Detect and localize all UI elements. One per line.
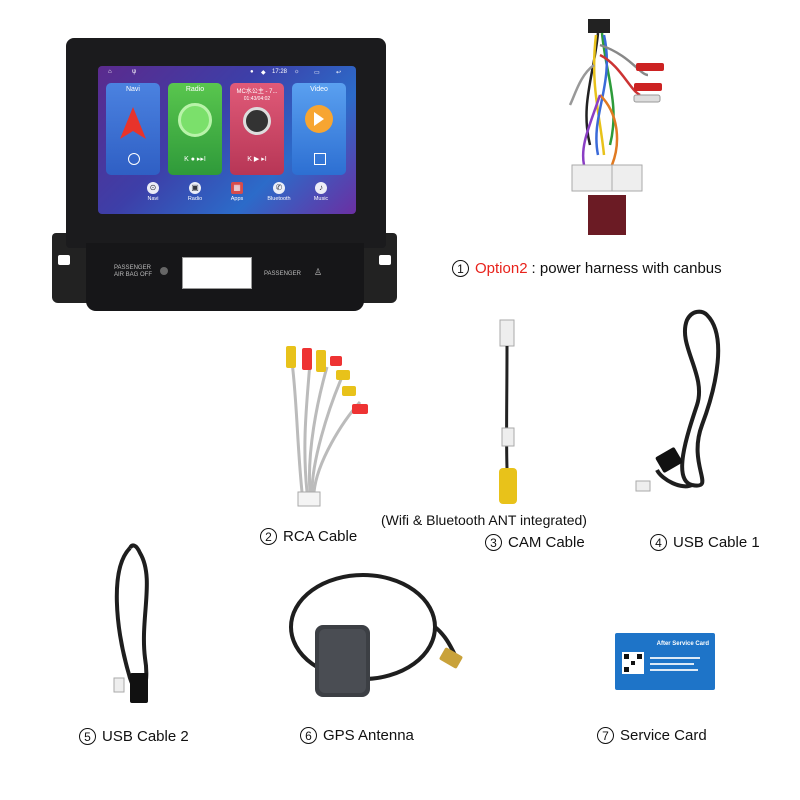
location-icon: ● [250,69,254,75]
unit-bezel: ⏻ ⌂ ↶ + − ⌂ ψ ● ◆ 17:28 ☼ ▭ ↩ Navi [66,38,386,248]
tile-video[interactable]: Video [292,83,346,175]
music-icon: ♪ [315,182,327,194]
label-option2: 1 Option2: power harness with canbus [452,260,722,277]
radio-controls-icon: K ● ▸▸I [184,156,206,163]
pin-icon [128,153,140,165]
dock-radio[interactable]: ▣Radio [187,182,203,202]
gps-antenna-image [289,573,463,697]
album-art-icon [243,107,271,135]
radio-icon: ▣ [189,182,201,194]
dock-bluetooth[interactable]: ✆Bluetooth [267,182,291,202]
status-bar: ⌂ ψ ● ◆ 17:28 ☼ ▭ ↩ [98,69,356,79]
tile-radio[interactable]: Radio K ● ▸▸I [168,83,222,175]
radio-dial-icon [178,103,212,137]
android-screen: ⌂ ψ ● ◆ 17:28 ☼ ▭ ↩ Navi Radio K ● ▸▸ [98,66,356,214]
airbag-indicator-icon [160,267,168,275]
back-icon: ↩ [336,70,342,76]
status-time: 17:28 [272,69,288,75]
dock-apps[interactable]: ▦Apps [230,182,244,202]
power-harness-image [568,19,664,235]
cam-cable-image [499,319,517,504]
tile-music[interactable]: MC水公主 - 7... 01:43/04:02 K ▶ ▸I [230,83,284,175]
wifi-icon: ◆ [261,70,266,76]
home-icon: ⌂ [108,69,112,75]
dock-music[interactable]: ♪Music [313,182,329,202]
window-icon: ▭ [314,70,320,76]
playback-controls-icon: K ▶ ▸I [247,156,267,163]
rca-cable-image [286,346,368,507]
seat-icon: ♙ [314,267,323,277]
brightness-icon: ☼ [294,69,300,75]
dock-navi[interactable]: ⊙Navi [147,182,159,202]
service-card-image: After Service Card [615,633,715,690]
qr-code-icon [622,652,644,674]
usb-cable-2-image [113,543,149,703]
navigation-arrow-icon [120,107,146,139]
apps-icon: ▦ [231,182,243,194]
usb-icon: ψ [132,69,137,75]
label-cam-note: (Wifi & Bluetooth ANT integrated) [381,512,587,528]
tile-navi[interactable]: Navi [106,83,160,175]
phone-icon: ✆ [273,182,285,194]
hazard-slot [182,257,252,289]
compass-icon: ⊙ [147,182,159,194]
usb-cable-1-image [635,309,721,492]
head-unit: ⏻ ⌂ ↶ + − ⌂ ψ ● ◆ 17:28 ☼ ▭ ↩ Navi [52,38,397,311]
folder-icon [314,153,326,165]
airbag-panel: PASSENGER AIR BAG OFF PASSENGER ♙ [86,243,364,311]
